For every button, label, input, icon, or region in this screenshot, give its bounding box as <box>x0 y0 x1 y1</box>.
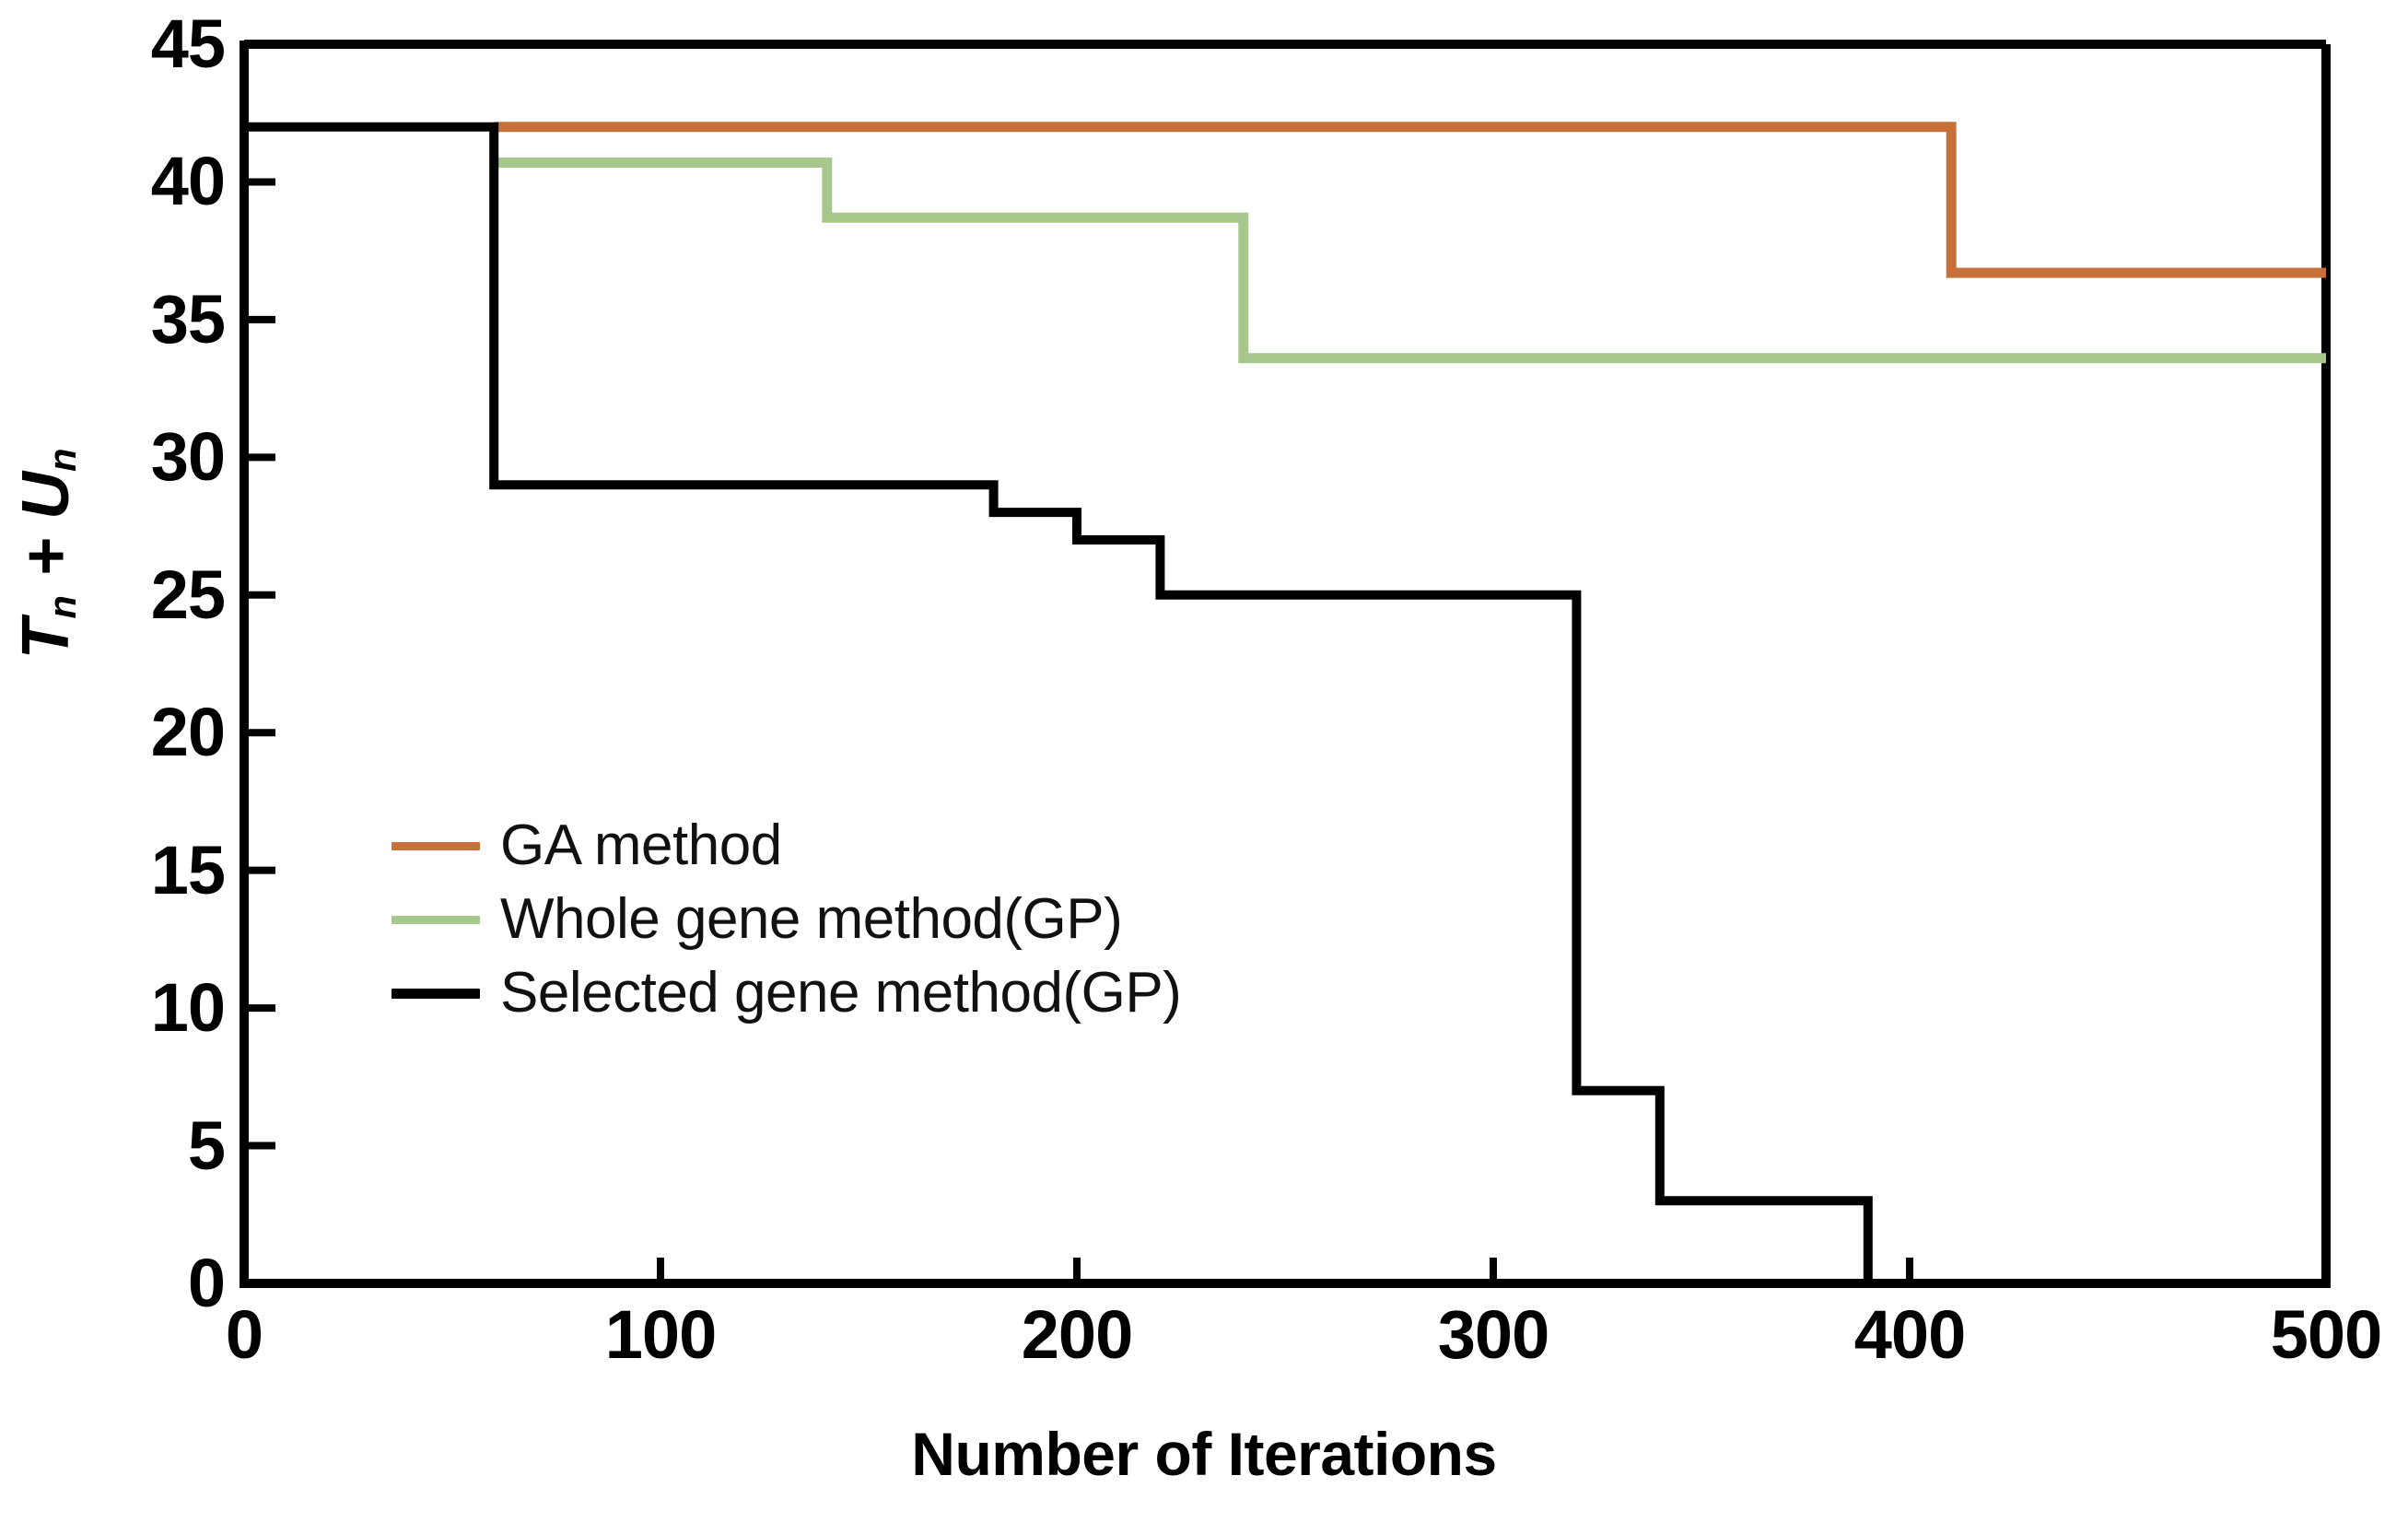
x-axis-tick-label: 0 <box>225 1296 263 1373</box>
x-axis-tick-label: 300 <box>1437 1296 1549 1373</box>
legend-color-swatch-icon <box>392 915 480 924</box>
y-axis-tick-label: 35 <box>150 280 226 357</box>
y-axis-tick-label: 40 <box>150 143 226 220</box>
data-series-layer <box>244 122 2326 1283</box>
x-axis-ticks <box>657 1258 2330 1283</box>
legend-item-label: GA method <box>500 814 782 877</box>
x-axis-tick-label: 500 <box>2270 1296 2382 1373</box>
x-axis-tick-label: 200 <box>1021 1296 1133 1373</box>
y-axis-tick-label: 5 <box>187 1107 226 1184</box>
y-axis-ticks <box>244 178 275 1150</box>
legend-item[interactable]: GA method <box>392 815 1181 876</box>
legend-item-label: Whole gene method(GP) <box>500 887 1123 951</box>
y-axis-tick-label: 0 <box>187 1245 226 1321</box>
legend-item-label: Selected gene method(GP) <box>500 961 1182 1025</box>
y-axis-tick-label: 15 <box>150 831 226 908</box>
legend-item[interactable]: Whole gene method(GP) <box>392 889 1181 950</box>
series-line <box>494 158 2326 364</box>
legend-color-swatch-icon <box>392 841 480 850</box>
x-axis-title: Number of Iterations <box>911 1420 1497 1488</box>
series-line <box>494 122 2326 278</box>
axis-frame <box>240 40 2331 1288</box>
legend-item[interactable]: Selected gene method(GP) <box>392 961 1182 1025</box>
y-axis-tick-label: 10 <box>150 969 226 1047</box>
legend-color-swatch-icon <box>392 988 480 999</box>
x-axis-tick-label: 100 <box>604 1296 717 1373</box>
y-axis-tick-label: 45 <box>150 6 226 82</box>
y-axis-tick-label: 25 <box>150 556 226 633</box>
y-axis-tick-label: 30 <box>150 418 226 496</box>
y-axis-tick-labels: 0 5 10 15 20 25 30 35 40 45 <box>0 0 227 1534</box>
x-axis-tick-label: 400 <box>1853 1296 1966 1373</box>
y-axis-tick-label: 20 <box>150 694 226 771</box>
series-line <box>244 122 1873 1283</box>
